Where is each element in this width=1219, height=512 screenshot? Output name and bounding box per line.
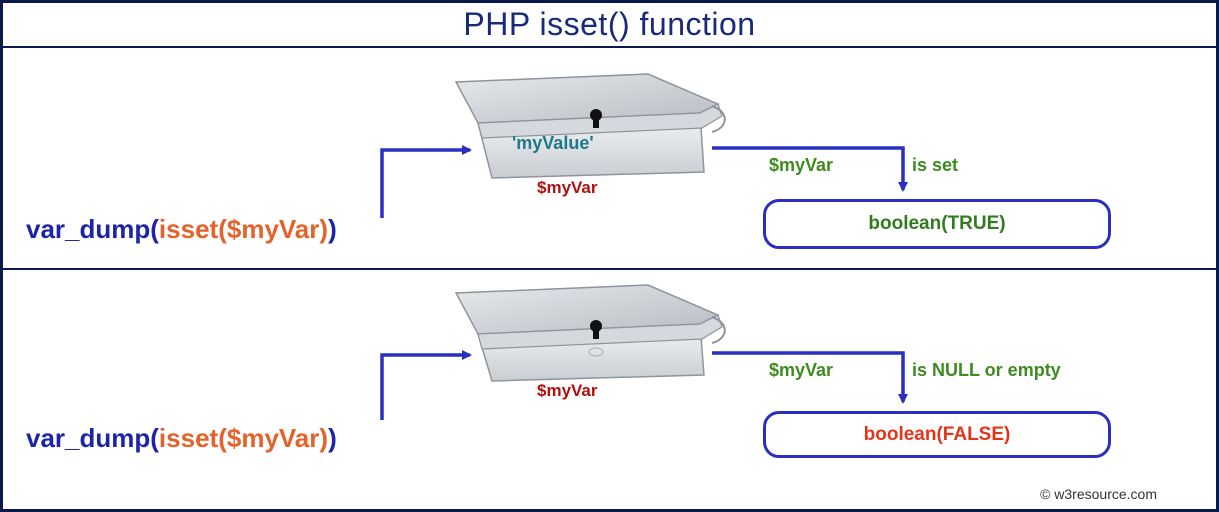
- panel-2-code-fn-open: var_dump(: [26, 423, 159, 453]
- panel-1-code-fn-close: ): [328, 214, 337, 244]
- panel-1-code-isset: isset: [158, 214, 219, 244]
- panel-1-result-text: boolean(TRUE): [868, 213, 1006, 234]
- panel-1-code-close: ): [319, 214, 329, 244]
- panel-2-code-fn-close: ): [328, 423, 337, 453]
- panel-2-condition-var: $myVar: [769, 360, 834, 380]
- panel-1-code-fn-open: var_dump(: [26, 214, 159, 244]
- panel-2-condition-text: is NULL or empty: [912, 360, 1061, 380]
- panel-2-result-text: boolean(FALSE): [863, 423, 1011, 445]
- panel-1-var-label: $myVar: [537, 178, 598, 197]
- panel-1-box-icon: [454, 73, 726, 179]
- panel-2-output-arrow: [712, 351, 908, 404]
- panel-1-condition-text: is set: [912, 155, 959, 175]
- panel-2-var-label: $myVar: [537, 381, 598, 400]
- panel-2-code-isset: isset: [158, 423, 219, 453]
- panel-2-input-arrow: [380, 350, 472, 420]
- panel-1-code-var: $myVar: [226, 214, 320, 244]
- panel-1-output-arrow: [712, 146, 908, 192]
- diagram-title: PHP isset() function: [463, 6, 756, 42]
- panel-1-input-arrow: [380, 145, 472, 218]
- panel-2-code-var: $myVar: [226, 423, 320, 453]
- panel-divider: [3, 268, 1216, 270]
- panel-2-box-icon: [454, 284, 726, 382]
- panel-1-condition-var: $myVar: [769, 155, 834, 175]
- panel-1-box-value: 'myValue': [512, 133, 594, 153]
- panel-1-result: boolean(TRUE): [763, 199, 1111, 249]
- panel-2-code-close: ): [319, 423, 329, 453]
- panel-2-code-open: (: [218, 423, 227, 453]
- panel-2-code: var_dump(isset($myVar)): [26, 423, 337, 454]
- title-bar: PHP isset() function: [3, 3, 1216, 48]
- panel-1-code-open: (: [218, 214, 227, 244]
- panel-1-code: var_dump(isset($myVar)): [26, 214, 337, 245]
- copyright-notice: © w3resource.com: [1040, 486, 1157, 502]
- panel-2-result: boolean(FALSE): [763, 411, 1111, 458]
